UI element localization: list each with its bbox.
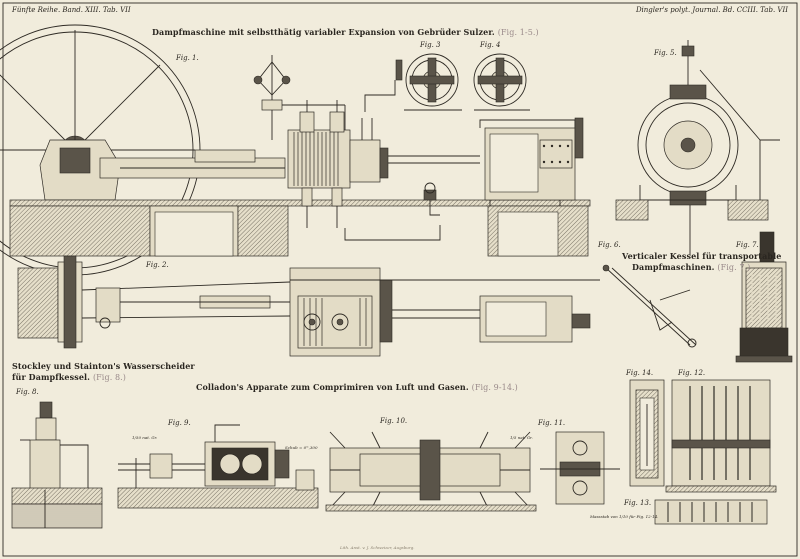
fig14-cylinder-detail (629, 379, 665, 487)
fig9-label: Fig. 9. (168, 419, 191, 427)
fig4-eccentric (473, 53, 530, 111)
fig13-label: Fig. 13. (624, 499, 652, 507)
fig4-label: Fig. 4 (480, 41, 501, 49)
colladon-fig-ref: (Fig. 9-14.) (471, 383, 518, 392)
fig8-water-separator (11, 401, 103, 529)
fig10-compressor-section (325, 431, 537, 512)
fig13-scale-note: Massstab von 1/10 für Fig. 12-14. (590, 514, 659, 519)
fig14-label: Fig. 14. (626, 369, 654, 377)
fig7-label: Fig. 7. (736, 241, 759, 249)
fig6-lever (602, 264, 697, 348)
fig11-label: Fig. 11. (538, 419, 566, 427)
sulzer-fig-ref: (Fig. 1-5.) (497, 28, 539, 37)
stockley-fig-ref: (Fig. 8.) (92, 373, 127, 382)
sulzer-title: Dampfmaschine mit selbstthätig variabler… (152, 27, 539, 37)
fig9-compressor (117, 424, 319, 509)
fig11-scale-note: 1/5 nat. Gr. (510, 435, 533, 440)
kessel-fig-ref: (Fig. 7.) (717, 263, 751, 272)
colladon-title: Colladon's Apparate zum Comprimiren von … (196, 382, 518, 392)
fig13-grid-plate (654, 499, 768, 525)
fig5-label: Fig. 5. (654, 49, 677, 57)
fig2-engine-plan (17, 255, 600, 357)
stockley-title-line2: für Dampfkessel. (Fig. 8.) (12, 372, 127, 382)
fig8-label: Fig. 8. (16, 388, 39, 396)
fig10-label: Fig. 10. (380, 417, 408, 425)
kessel-title-line2: Dampfmaschinen. (Fig. 7.) (632, 262, 751, 272)
fig1-engine-elevation (0, 24, 591, 276)
fig9-scale-note: 1/50 nat. Gr. (132, 435, 158, 440)
fig5-cylinder-section (615, 40, 780, 255)
fig12-label: Fig. 12. (678, 369, 706, 377)
fig6-label: Fig. 6. (598, 241, 621, 249)
fig2-label: Fig. 2. (146, 261, 169, 269)
plate-header-right: Dingler's polyt. Journal. Bd. CCIII. Tab… (635, 6, 788, 14)
fig11-valve-box (540, 431, 620, 505)
stockley-title-line1: Stockley und Stainton's Wasserscheider (12, 361, 195, 371)
fig7-vertical-boiler (735, 231, 793, 363)
lithographer-credit: Lith. Anst. v. J. Schweizer, Augsburg. (340, 545, 415, 550)
fig3-label: Fig. 3 (420, 41, 441, 49)
fig12-cooling-chamber (665, 379, 777, 493)
plate-header-left: Fünfte Reihe. Band. XIII. Tab. VII (12, 6, 131, 14)
fig1-label: Fig. 1. (176, 54, 199, 62)
kessel-title-line1: Verticaler Kessel für transportable (622, 251, 782, 261)
stroke-note: Schub = 0ᵐ,300 (285, 445, 318, 450)
fig3-eccentric (395, 53, 462, 111)
